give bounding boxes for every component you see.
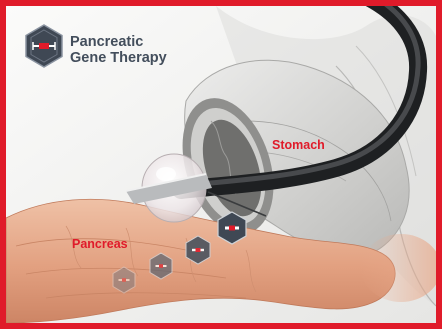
brand-title-line-1: Pancreatic — [70, 34, 167, 50]
gene-vector-hexagon-icon — [24, 24, 64, 68]
stomach-label: Stomach — [272, 138, 325, 152]
pancreas-label: Pancreas — [72, 237, 128, 251]
brand-title-line-2: Gene Therapy — [70, 50, 167, 66]
brand-title: Pancreatic Gene Therapy — [70, 34, 167, 66]
